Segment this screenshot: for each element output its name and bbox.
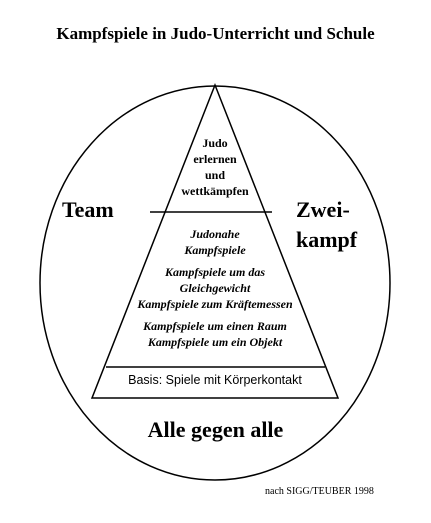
right-label-line: kampf (296, 227, 358, 252)
top-line: Judo (202, 136, 228, 150)
top-line: erlernen (193, 152, 237, 166)
source-credit: nach SIGG/TEUBER 1998 (265, 486, 374, 497)
middle-group: Kampfspiele um das Gleichgewicht Kampfsp… (115, 264, 315, 312)
pyramid-top-section: Judo erlernen und wettkämpfen (150, 135, 280, 199)
top-line: und (204, 168, 226, 182)
pyramid-base-label: Basis: Spiele mit Körperkontakt (128, 373, 302, 387)
middle-line: Kampfspiele um einen Raum (143, 319, 287, 333)
top-line: wettkämpfen (181, 184, 249, 198)
middle-line: Kampfspiele um das (164, 265, 265, 279)
middle-group: Kampfspiele um einen Raum Kampfspiele um… (115, 318, 315, 350)
left-label: Team (62, 197, 114, 222)
middle-line: Kampfspiele (184, 243, 246, 257)
right-label: Zwei- kampf (296, 195, 357, 255)
pyramid-middle-section: Judonahe Kampfspiele Kampfspiele um das … (115, 226, 315, 356)
middle-line: Gleichgewicht (179, 281, 251, 295)
middle-line: Kampfspiele zum Kräftemessen (137, 297, 293, 311)
middle-line: Kampfspiele um ein Objekt (147, 335, 283, 349)
middle-line: Judonahe (190, 227, 240, 241)
pyramid-triangle (90, 82, 340, 399)
page-title: Kampfspiele in Judo-Unterricht und Schul… (56, 24, 375, 43)
middle-group: Judonahe Kampfspiele (115, 226, 315, 258)
right-label-line: Zwei- (296, 197, 350, 222)
bottom-label: Alle gegen alle (147, 417, 284, 442)
